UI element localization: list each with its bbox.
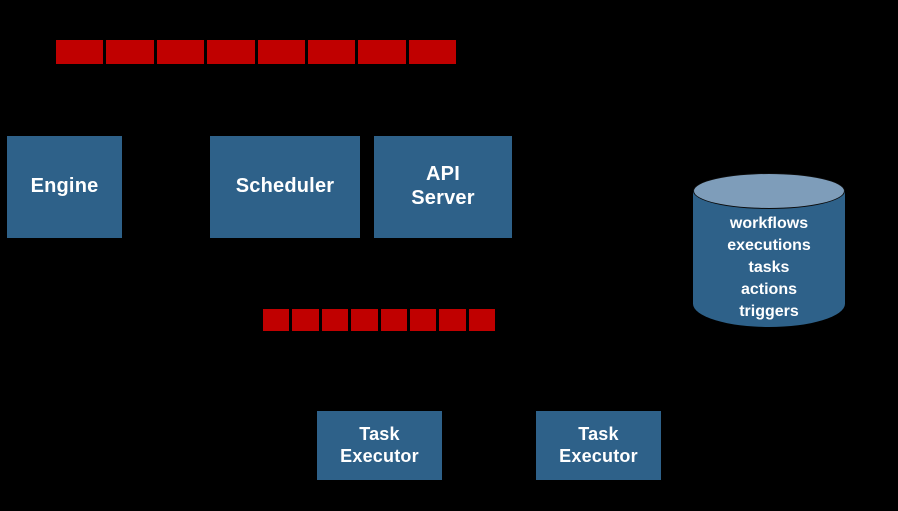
queue-segment	[292, 309, 319, 331]
database-table-name: workflows	[729, 215, 809, 232]
database-cylinder-top-ellipse	[693, 173, 845, 209]
queue-segment	[380, 309, 407, 331]
component-engine-label: Engine	[31, 175, 99, 199]
queue-segment	[351, 309, 378, 331]
component-label-line: Executor	[559, 445, 638, 466]
queue-segment	[56, 40, 104, 64]
component-label-line: Task	[578, 424, 619, 445]
component-label-line: Scheduler	[235, 175, 335, 198]
component-label-line: Executor	[340, 445, 419, 466]
database-table-name: triggers	[739, 303, 799, 321]
queue-segment	[409, 309, 437, 331]
middle-queue-bar	[263, 309, 495, 331]
top-queue-bar	[56, 40, 456, 64]
database-cylinder-body	[693, 190, 845, 327]
component-scheduler[interactable]: Scheduler	[210, 136, 360, 238]
queue-segment	[307, 40, 356, 64]
queue-segment	[468, 309, 495, 331]
queue-segment	[257, 40, 305, 64]
component-label-line: Task	[359, 424, 400, 445]
component-engine[interactable]: Engine	[7, 136, 122, 238]
queue-segment	[207, 40, 255, 64]
queue-segment	[358, 40, 406, 64]
queue-segment	[321, 309, 349, 331]
database-table-name: actions	[740, 281, 797, 299]
queue-segment	[263, 309, 290, 331]
queue-segment	[156, 40, 205, 64]
database-table-name: executions	[727, 237, 811, 255]
queue-segment	[439, 309, 466, 331]
component-label-line: Server	[411, 187, 475, 209]
database-table-list: workflows executions tasks actions triggers	[693, 213, 845, 323]
database-table-name: tasks	[748, 259, 790, 277]
component-scheduler-label: Scheduler	[236, 175, 335, 199]
component-label-line: API	[426, 163, 460, 186]
queue-segment	[106, 40, 154, 64]
queue-segment	[408, 40, 456, 64]
database-cylinder[interactable]: workflows executions tasks actions triggers	[693, 173, 845, 327]
component-label-line: Engine	[30, 175, 99, 198]
